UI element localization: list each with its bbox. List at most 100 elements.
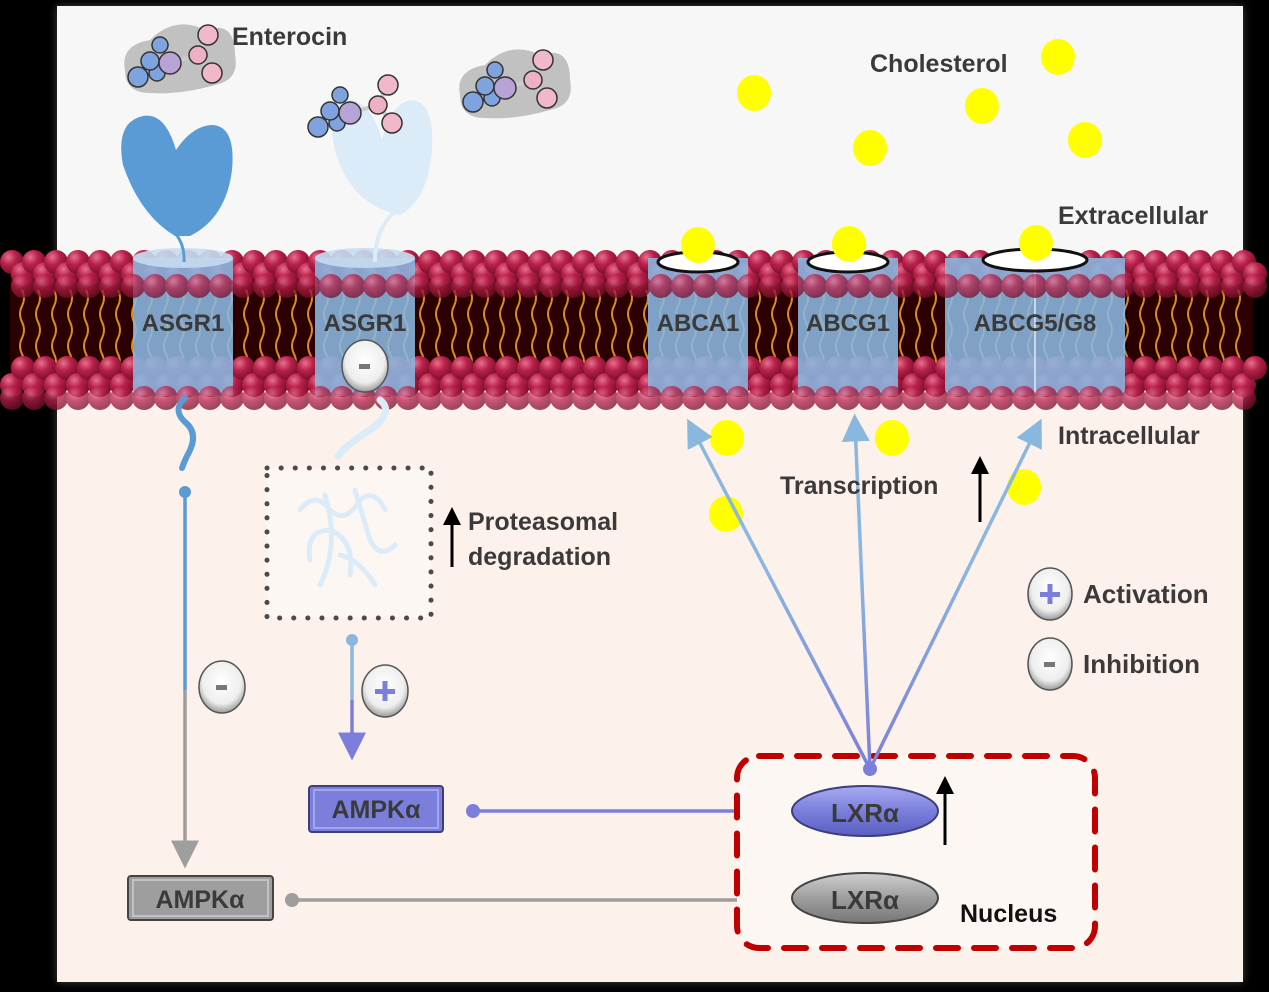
cholesterol-molecules — [681, 39, 1102, 532]
lipid-head — [451, 356, 475, 380]
lipid-tail — [51, 289, 57, 371]
lipid-head — [1045, 274, 1069, 298]
lipid-tail — [35, 289, 41, 371]
atom — [462, 91, 484, 113]
proteasomal-label: Proteasomal — [468, 508, 618, 536]
lipid-head — [770, 386, 794, 410]
atom — [536, 87, 558, 109]
atom — [493, 76, 517, 100]
lipid-head — [242, 386, 266, 410]
lipid-head — [649, 274, 673, 298]
lipid-head — [836, 386, 860, 410]
lipid-head — [506, 386, 530, 410]
lipid-head — [1232, 386, 1256, 410]
cholesterol-dot — [1007, 469, 1041, 505]
lipid-head — [1012, 386, 1036, 410]
lipid-head — [539, 356, 563, 380]
lipid-head — [583, 274, 607, 298]
lipid-head — [198, 386, 222, 410]
arrow-to-abcg1 — [841, 413, 872, 770]
lipid-tail — [595, 289, 601, 371]
lipid-head — [979, 274, 1003, 298]
lipid-head — [1056, 386, 1080, 410]
lipid-head — [0, 386, 24, 410]
lipid-head — [11, 274, 35, 298]
abcg5-g8-channel — [945, 247, 1125, 396]
lipid-head — [429, 356, 453, 380]
lipid-head — [561, 274, 585, 298]
lipid-head — [1221, 356, 1245, 380]
lipid-head — [1199, 356, 1223, 380]
lipid-head — [935, 274, 959, 298]
atom — [486, 61, 504, 79]
lipid-head — [671, 274, 695, 298]
cholesterol-dot — [965, 88, 999, 124]
arrow-to-abca1 — [687, 418, 872, 770]
intracellular-label: Intracellular — [1058, 422, 1200, 450]
lipid-tail — [1139, 289, 1145, 371]
lipid-head — [286, 386, 310, 410]
lipid-tail — [115, 289, 121, 371]
lipid-head — [165, 274, 189, 298]
lipid-head — [319, 274, 343, 298]
lipid-head — [704, 386, 728, 410]
lipid-head — [693, 274, 717, 298]
transporter-label: ASGR1 — [142, 310, 225, 337]
lxr-active-label: LXRα — [831, 798, 899, 828]
lipid-head — [1221, 274, 1245, 298]
lipid-head — [396, 386, 420, 410]
nucleus-label: Nucleus — [960, 900, 1057, 928]
lipid-head — [627, 356, 651, 380]
lipid-head — [308, 386, 332, 410]
lipid-tail — [515, 289, 521, 371]
transporter-label: ABCA1 — [657, 310, 740, 337]
lipid-head — [1078, 386, 1102, 410]
lipid-tail — [1171, 289, 1177, 371]
lipid-tail — [307, 289, 313, 371]
lipid-head — [1243, 356, 1267, 380]
cholesterol-dot — [1041, 39, 1075, 75]
lipid-tail — [771, 289, 777, 371]
lipid-head — [253, 356, 277, 380]
lipid-head — [616, 386, 640, 410]
lipid-head — [220, 386, 244, 410]
lipid-tail — [1187, 289, 1193, 371]
lipid-head — [429, 274, 453, 298]
lipid-head — [231, 274, 255, 298]
lipid-head — [946, 386, 970, 410]
lipid-tail — [467, 289, 473, 371]
lipid-head — [814, 386, 838, 410]
lipid-tail — [1123, 289, 1129, 371]
lipid-head — [11, 356, 35, 380]
lipid-head — [143, 274, 167, 298]
legend: Activation Inhibition — [1027, 567, 1209, 691]
lipid-head — [187, 274, 211, 298]
atom — [377, 74, 399, 96]
cholesterol-dot — [710, 420, 744, 456]
lipid-tail — [931, 289, 937, 371]
lipid-head — [880, 386, 904, 410]
lipid-head — [539, 274, 563, 298]
lipid-head — [803, 274, 827, 298]
lipid-tail — [1219, 289, 1225, 371]
lipid-head — [495, 356, 519, 380]
lipid-head — [1155, 356, 1179, 380]
lipid-tail — [483, 289, 489, 371]
lipid-head — [1243, 274, 1267, 298]
enterocin-molecule — [459, 49, 571, 119]
lipid-head — [748, 386, 772, 410]
lipid-tail — [1235, 289, 1241, 371]
lxr-inactive-label: LXRα — [831, 885, 899, 915]
lipid-head — [924, 386, 948, 410]
lipid-head — [990, 386, 1014, 410]
transporter-label: ASGR1 — [324, 310, 407, 337]
lipid-tail — [547, 289, 553, 371]
lipid-tail — [19, 289, 25, 371]
lipid-head — [660, 386, 684, 410]
atom — [188, 45, 208, 65]
lipid-head — [1210, 386, 1234, 410]
lipid-head — [231, 356, 255, 380]
inhibition-badge — [341, 339, 389, 393]
atom — [127, 66, 149, 88]
lipid-head — [407, 274, 431, 298]
